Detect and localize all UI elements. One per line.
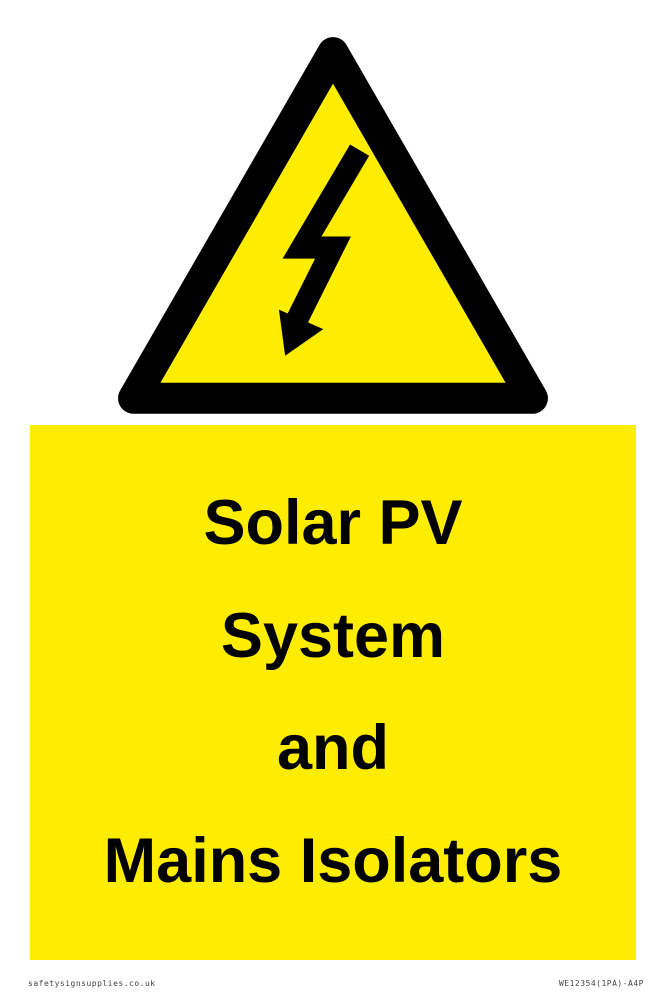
sign-line-2: System: [220, 600, 446, 671]
triangle-outline: [118, 37, 548, 414]
sign-line-1: Solar PV: [203, 487, 463, 558]
lightning-arrowhead: [278, 309, 324, 356]
sign-footer: safetysignsupplies.co.uk WE12354(1PA)-A4…: [0, 976, 666, 988]
sign-line-4: Mains Isolators: [103, 826, 563, 897]
sign-text-panel: Solar PV System and Mains Isolators: [30, 425, 636, 960]
supplier-url: safetysignsupplies.co.uk: [28, 979, 156, 988]
high-voltage-warning-icon: [118, 37, 548, 414]
lightning-bolt-icon: [282, 144, 370, 324]
sign-line-3: and: [276, 713, 389, 784]
product-code: WE12354(1PA)-A4P: [558, 979, 644, 988]
warning-triangle: [111, 26, 555, 416]
